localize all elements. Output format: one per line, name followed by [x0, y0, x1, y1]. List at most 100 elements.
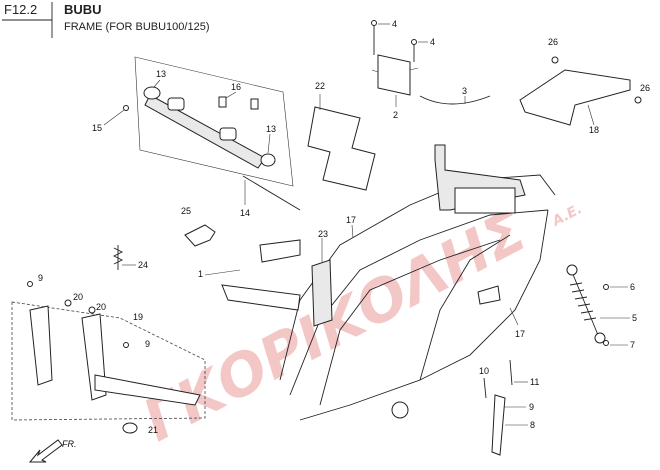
upper-bracket-group [371, 20, 491, 105]
leader-16 [225, 91, 237, 99]
front-arrow-icon [28, 439, 63, 463]
leader-13a [153, 79, 161, 88]
callout-24: 24 [138, 260, 148, 270]
callout-26a: 26 [548, 37, 558, 47]
watermark: ΓΚΟΡΙΚΟΛΗΣ Α.Ε. [132, 196, 585, 454]
callout-7: 7 [630, 340, 635, 350]
frame-underbody-rail [299, 209, 549, 421]
callout-5: 5 [632, 313, 637, 323]
frame-shock-mount [477, 285, 501, 305]
bolt-10 [483, 377, 487, 399]
spring-11 [509, 359, 513, 386]
callout-1: 1 [198, 269, 203, 279]
callout-6: 6 [630, 282, 635, 292]
callout-23: 23 [318, 229, 328, 239]
callout-14: 14 [240, 208, 250, 218]
shock-spring-5 [569, 282, 597, 321]
diagram-header: F12.2 BUBU FRAME (FOR BUBU100/125) [2, 2, 209, 38]
engine-mount-group [123, 56, 301, 211]
callout-2: 2 [393, 110, 398, 120]
shock-absorber-group [566, 264, 609, 346]
bolt-4-left-head [371, 20, 377, 26]
callout-16: 16 [231, 82, 241, 92]
leader-lines [103, 23, 630, 426]
figure-code: F12.2 [4, 2, 37, 17]
main-stand-leg-left [29, 305, 53, 386]
bolt-4-right-head [411, 39, 417, 45]
callout-15: 15 [92, 123, 102, 133]
collar-20-b [88, 306, 96, 314]
callout-26b: 26 [640, 83, 650, 93]
frame-storage-mount [454, 187, 516, 214]
bolt-16-a [218, 96, 227, 108]
nut-15 [123, 105, 129, 111]
watermark-suffix: Α.Ε. [549, 201, 585, 230]
engine-mount-bolt-14 [242, 175, 301, 211]
side-stand-8 [491, 394, 506, 456]
main-stand-group [11, 281, 206, 434]
leader-17b [509, 307, 519, 326]
bolt-9-a [27, 281, 33, 287]
carrier-bracket-group [519, 56, 642, 126]
frame-upper-rail [279, 174, 556, 381]
bracket-2 [377, 54, 411, 96]
bolt-26-a [551, 56, 559, 64]
shock-bottom-eye [594, 332, 606, 344]
callout-4a: 4 [392, 19, 397, 29]
callout-4b: 4 [430, 37, 435, 47]
callout-8: 8 [530, 420, 535, 430]
main-stand-pedal [94, 374, 201, 406]
spring-24 [112, 245, 124, 270]
callout-9b: 9 [145, 339, 150, 349]
callout-13a: 13 [156, 69, 166, 79]
callout-9a: 9 [38, 273, 43, 283]
rubber-bush-13-bottom [260, 153, 276, 167]
rubber-21 [122, 422, 138, 434]
frame-pivot [391, 401, 409, 419]
bolt-16-b [250, 98, 259, 110]
carrier-bracket-18 [519, 69, 631, 126]
bolt-9-b [123, 342, 129, 348]
callout-20a: 20 [73, 292, 83, 302]
frame-diagonal [419, 234, 511, 381]
leader-15 [103, 109, 125, 126]
engine-hanger-bracket [144, 94, 266, 169]
bracket-2-tabs [371, 67, 419, 73]
hanger-bush-mid [219, 127, 237, 141]
callout-20b: 20 [96, 302, 106, 312]
clip-25 [184, 224, 216, 247]
frame-front-bracket [221, 284, 301, 311]
callout-17b: 17 [515, 329, 525, 339]
callout-13b: 13 [266, 124, 276, 134]
main-stand-outline [11, 301, 206, 421]
leader-13b [267, 133, 271, 154]
frame-cross-rail [319, 239, 501, 406]
leader-1 [204, 269, 241, 276]
collar-20-a [64, 299, 72, 307]
callout-19: 19 [133, 312, 143, 322]
front-label: FR. [62, 439, 77, 449]
main-frame-1 [221, 144, 556, 421]
callout-3: 3 [462, 86, 467, 96]
hanger-bush-left [167, 97, 185, 111]
bolt-6 [603, 284, 609, 290]
callout-22: 22 [315, 81, 325, 91]
plate-22 [307, 106, 376, 191]
callout-11: 11 [530, 377, 539, 387]
model-title: BUBU [64, 2, 102, 17]
cable-3 [419, 95, 491, 105]
side-stand-group [483, 359, 513, 456]
leader-17a [351, 224, 354, 239]
callout-25: 25 [181, 206, 191, 216]
callout-18: 18 [589, 125, 599, 135]
bolt-7 [603, 340, 609, 346]
rubber-bush-13-top [143, 86, 161, 100]
diagram-subtitle: FRAME (FOR BUBU100/125) [64, 21, 209, 33]
leader-18 [587, 104, 595, 126]
shock-shaft [571, 271, 599, 336]
callouts: 1 2 3 4 4 5 6 7 8 9 9 9 10 11 13 13 14 1… [38, 19, 650, 435]
callout-21: 21 [148, 425, 158, 435]
plate-23 [311, 259, 333, 327]
bolt-26-b [634, 96, 642, 104]
